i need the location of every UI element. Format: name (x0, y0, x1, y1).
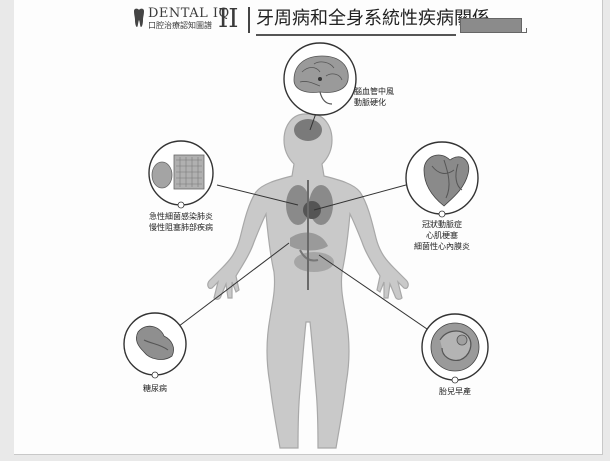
intestine-mark (294, 252, 334, 272)
heart-callout (406, 142, 478, 217)
lung-label-line2: 慢性阻塞肺部疾病 (136, 222, 226, 233)
pancreas-callout (124, 313, 186, 378)
heart-label: 冠狀動脈症 心肌梗塞 細菌性心內膜炎 (402, 219, 482, 252)
document-page: DENTAL IQ 口腔治療認知圖譜 II 牙周病和全身系統性疾病關係 腦血管中… (14, 0, 603, 455)
anatomy-illustration (14, 0, 602, 454)
fetus-callout (422, 314, 488, 383)
pancreas-label: 糖尿病 (135, 383, 175, 394)
brain-callout (284, 43, 356, 115)
brain-label-line2: 動脈硬化 (354, 97, 394, 108)
heart-mark (303, 201, 321, 219)
tooth-logo-icon (132, 8, 146, 28)
brain-label: 腦血管中風 動脈硬化 (354, 86, 394, 108)
brain-label-line1: 腦血管中風 (354, 86, 394, 97)
lung-label: 急性細菌感染肺炎 慢性阻塞肺部疾病 (136, 211, 226, 233)
page-title: 牙周病和全身系統性疾病關係 (256, 6, 490, 32)
heart-label-line1: 冠狀動脈症 (402, 219, 482, 230)
header-divider (248, 7, 250, 33)
fetus-label-line1: 胎兒早產 (430, 386, 480, 397)
pancreas-label-line1: 糖尿病 (135, 383, 175, 394)
lung-callout (149, 141, 213, 208)
volume-number: II (218, 4, 239, 34)
header-tag-bar (460, 18, 522, 33)
lung-label-line1: 急性細菌感染肺炎 (136, 211, 226, 222)
heart-label-line2: 心肌梗塞 (402, 230, 482, 241)
title-underline (256, 34, 456, 36)
heart-label-line3: 細菌性心內膜炎 (402, 241, 482, 252)
brain-mark (294, 119, 322, 141)
header-tag-corner (522, 28, 527, 33)
fetus-label: 胎兒早產 (430, 386, 480, 397)
